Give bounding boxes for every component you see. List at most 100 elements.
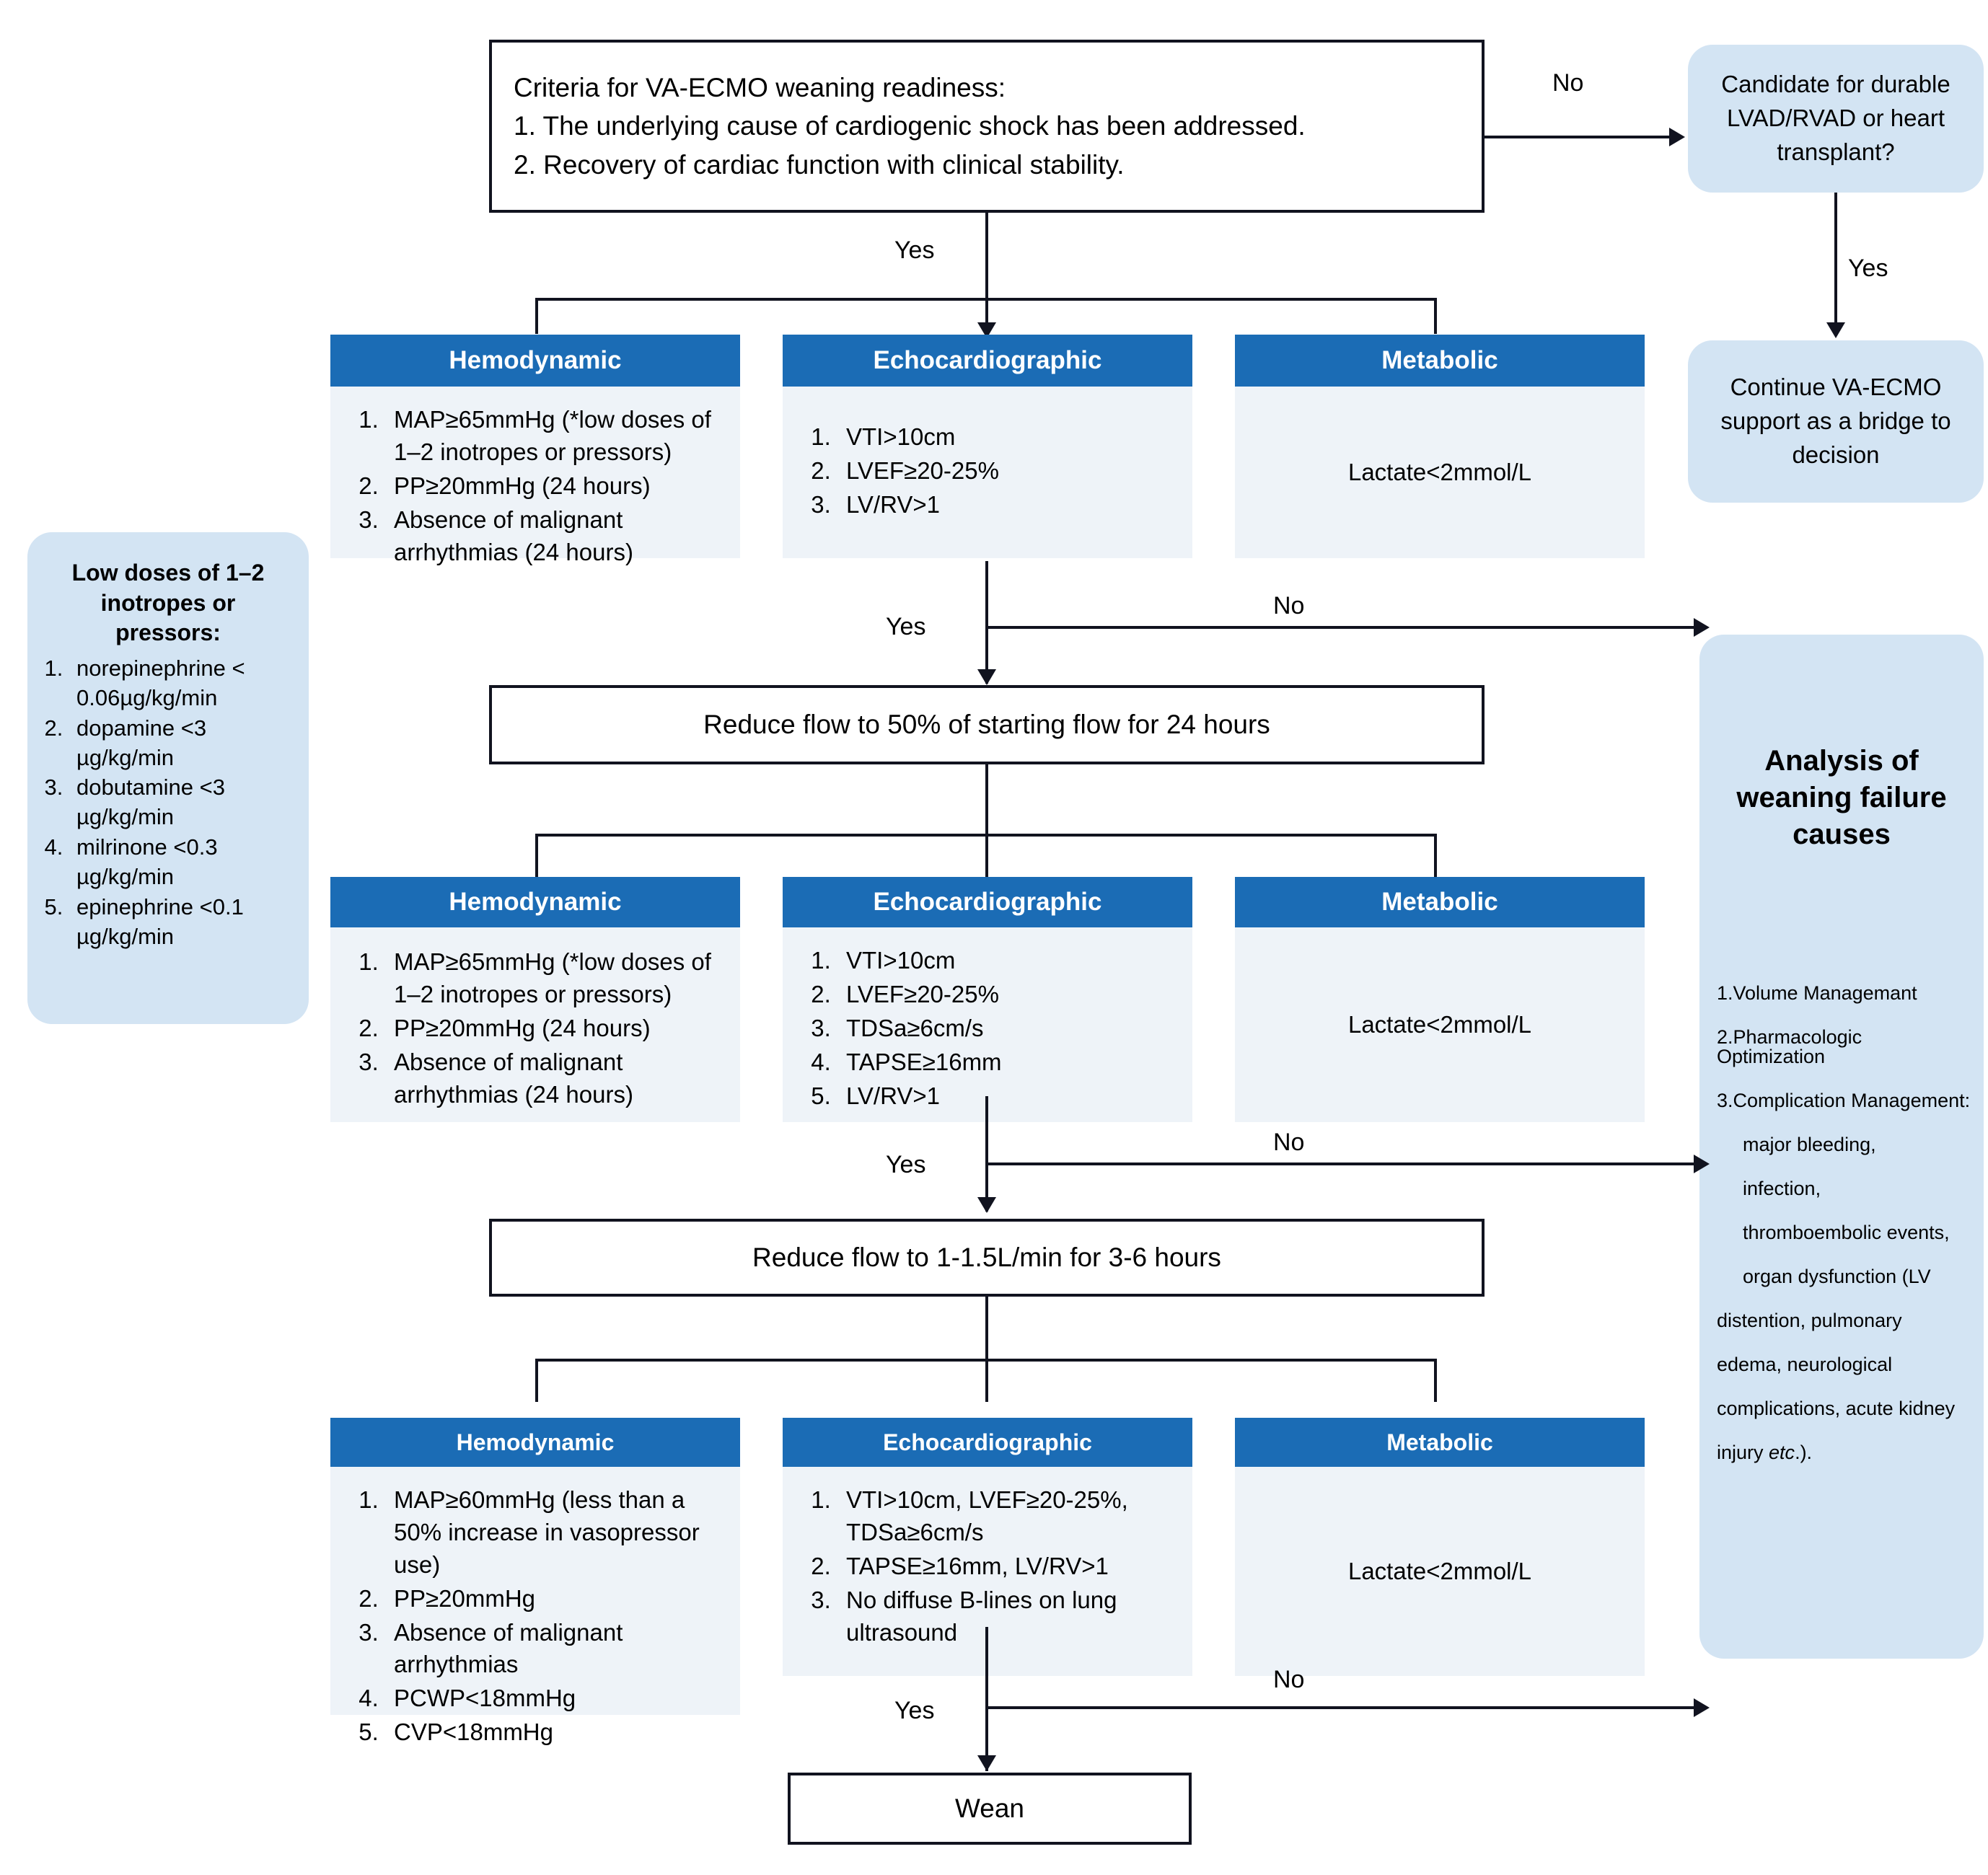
list-item: LV/RV>1 <box>837 489 1179 521</box>
list-item: edema, neurological <box>1717 1353 1893 1375</box>
list-item: VTI>10cm, LVEF≥20-25%, TDSa≥6cm/s <box>837 1484 1179 1549</box>
edge-stage2-no <box>985 1162 1696 1165</box>
list-item: TAPSE≥16mm, LV/RV>1 <box>837 1550 1179 1583</box>
stage2-branch-mid <box>985 834 988 877</box>
edge-stage3-down <box>985 1627 988 1771</box>
list-item: Absence of malignant arrhythmias (24 hou… <box>385 1046 727 1111</box>
stage2-metabolic-card: Metabolic Lactate<2mmol/L <box>1235 877 1645 1122</box>
list-item: CVP<18mmHg <box>385 1716 727 1749</box>
inotrope-dose-list: norepinephrine < 0.06µg/kg/min dopamine … <box>27 654 309 952</box>
inotrope-dose-note: Low doses of 1–2 inotropes or pressors: … <box>27 532 309 1024</box>
stage3-metabolic-header: Metabolic <box>1235 1418 1645 1467</box>
list-item: 2.Pharmacologic Optimization <box>1717 1025 1862 1067</box>
continue-support-text: Continue VA-ECMO support as a bridge to … <box>1720 374 1951 468</box>
list-item: PCWP<18mmHg <box>385 1682 727 1715</box>
step1-reduce-flow-text: Reduce flow to 50% of starting flow for … <box>703 710 1270 740</box>
edge-label-stage2-yes: Yes <box>886 1151 926 1178</box>
edge-stage1-no <box>985 626 1696 629</box>
stage1-hemodynamic-header: Hemodynamic <box>330 335 740 387</box>
edge-start-down <box>985 213 988 299</box>
stage3-metabolic-card: Metabolic Lactate<2mmol/L <box>1235 1418 1645 1676</box>
inotrope-dose-note-title: Low doses of 1–2 inotropes or pressors: <box>71 560 265 646</box>
stage3-metabolic-value: Lactate<2mmol/L <box>1347 1557 1532 1584</box>
step1-reduce-flow-box: Reduce flow to 50% of starting flow for … <box>489 685 1485 764</box>
stage2-echocardiographic-body: VTI>10cm LVEF≥20-25% TDSa≥6cm/s TAPSE≥16… <box>783 927 1192 1122</box>
edge-stage3-no-arrowhead <box>1694 1698 1710 1717</box>
edge-label-stage3-yes: Yes <box>894 1697 935 1724</box>
list-item: complications, acute kidney <box>1717 1397 1956 1419</box>
continue-support-box: Continue VA-ECMO support as a bridge to … <box>1688 340 1984 503</box>
start-criteria-text: Criteria for VA-ECMO weaning readiness: … <box>514 72 1306 180</box>
edge-stage2-no-arrowhead <box>1694 1155 1710 1173</box>
stage2-branch-right <box>1434 834 1437 877</box>
list-item: thromboembolic events, <box>1743 1221 1950 1243</box>
stage2-hemodynamic-header: Hemodynamic <box>330 877 740 927</box>
stage2-metabolic-header: Metabolic <box>1235 877 1645 927</box>
edge-candidate-to-continue <box>1834 193 1837 330</box>
stage2-hemodynamic-body: MAP≥65mmHg (*low doses of 1–2 inotropes … <box>330 927 740 1122</box>
list-item: PP≥20mmHg <box>385 1583 727 1615</box>
stage1-metabolic-card: Metabolic Lactate<2mmol/L <box>1235 335 1645 558</box>
list-item: TDSa≥6cm/s <box>837 1012 1179 1045</box>
list-item: 1.Volume Managemant <box>1717 981 1917 1004</box>
stage2-branch-left <box>535 834 538 877</box>
list-item: MAP≥65mmHg (*low doses of 1–2 inotropes … <box>385 946 727 1011</box>
list-item: Absence of malignant arrhythmias <box>385 1617 727 1682</box>
stage3-branch-mid <box>985 1359 988 1402</box>
stage1-branch-right <box>1434 298 1437 334</box>
stage2-metabolic-body: Lactate<2mmol/L <box>1235 927 1645 1122</box>
candidate-box-text: Candidate for durable LVAD/RVAD or heart… <box>1721 71 1950 165</box>
list-item-injury: injury etc.). <box>1717 1441 1813 1463</box>
start-criteria-box: Criteria for VA-ECMO weaning readiness: … <box>489 40 1485 213</box>
list-item: PP≥20mmHg (24 hours) <box>385 1012 727 1045</box>
list-item: No diffuse B-lines on lung ultrasound <box>837 1584 1179 1649</box>
stage1-hemodynamic-body: MAP≥65mmHg (*low doses of 1–2 inotropes … <box>330 387 740 565</box>
edge-label-start-no: No <box>1552 69 1584 97</box>
stage1-metabolic-header: Metabolic <box>1235 335 1645 387</box>
list-item: LV/RV>1 <box>837 1080 1179 1113</box>
stage1-metabolic-value: Lactate<2mmol/L <box>1347 458 1532 485</box>
weaning-failure-list: 1.Volume Managemant 2.Pharmacologic Opti… <box>1699 981 1984 1463</box>
edge-label-start-yes: Yes <box>894 237 935 264</box>
edge-start-to-candidate <box>1485 136 1671 138</box>
edge-stage2-down-arrowhead <box>977 1197 996 1213</box>
edge-label-stage3-no: No <box>1273 1666 1305 1693</box>
edge-step1-down <box>985 764 988 837</box>
stage3-branch-right <box>1434 1359 1437 1402</box>
candidate-box: Candidate for durable LVAD/RVAD or heart… <box>1688 45 1984 193</box>
list-item: distention, pulmonary <box>1717 1309 1902 1331</box>
stage1-hemodynamic-card: Hemodynamic MAP≥65mmHg (*low doses of 1–… <box>330 335 740 565</box>
edge-label-candidate-yes: Yes <box>1848 255 1888 282</box>
list-item: milrinone <0.3 µg/kg/min <box>69 833 302 892</box>
edge-start-to-candidate-arrowhead <box>1669 128 1685 146</box>
wean-box: Wean <box>788 1773 1192 1845</box>
edge-candidate-to-continue-arrowhead <box>1826 322 1845 338</box>
list-item: Absence of malignant arrhythmias (24 hou… <box>385 504 727 569</box>
list-item: dopamine <3 µg/kg/min <box>69 714 302 773</box>
stage2-echocardiographic-header: Echocardiographic <box>783 877 1192 927</box>
step2-reduce-flow-text: Reduce flow to 1-1.5L/min for 3-6 hours <box>752 1243 1221 1273</box>
stage1-echocardiographic-header: Echocardiographic <box>783 335 1192 387</box>
list-item: MAP≥65mmHg (*low doses of 1–2 inotropes … <box>385 404 727 469</box>
stage3-branch-left <box>535 1359 538 1402</box>
stage1-metabolic-body: Lactate<2mmol/L <box>1235 387 1645 558</box>
list-item: LVEF≥20-25% <box>837 979 1179 1011</box>
stage3-hemodynamic-body: MAP≥60mmHg (less than a 50% increase in … <box>330 1467 740 1745</box>
list-item: PP≥20mmHg (24 hours) <box>385 470 727 503</box>
edge-label-stage2-no: No <box>1273 1129 1305 1156</box>
stage3-hemodynamic-card: Hemodynamic MAP≥60mmHg (less than a 50% … <box>330 1418 740 1745</box>
list-item: epinephrine <0.1 µg/kg/min <box>69 893 302 952</box>
list-item: organ dysfunction (LV <box>1743 1265 1931 1287</box>
stage3-echocardiographic-body: VTI>10cm, LVEF≥20-25%, TDSa≥6cm/s TAPSE≥… <box>783 1467 1192 1676</box>
edge-label-stage1-yes: Yes <box>886 613 926 640</box>
list-item: infection, <box>1743 1177 1821 1199</box>
list-item: dobutamine <3 µg/kg/min <box>69 773 302 832</box>
weaning-failure-title: Analysis of weaning failure causes <box>1736 745 1947 851</box>
list-item: major bleeding, <box>1743 1133 1876 1155</box>
list-item: TAPSE≥16mm <box>837 1046 1179 1079</box>
edge-step2-down <box>985 1297 988 1362</box>
stage3-metabolic-body: Lactate<2mmol/L <box>1235 1467 1645 1676</box>
edge-stage1-no-arrowhead <box>1694 618 1710 637</box>
stage1-branch-mid-arrowhead <box>977 322 996 338</box>
